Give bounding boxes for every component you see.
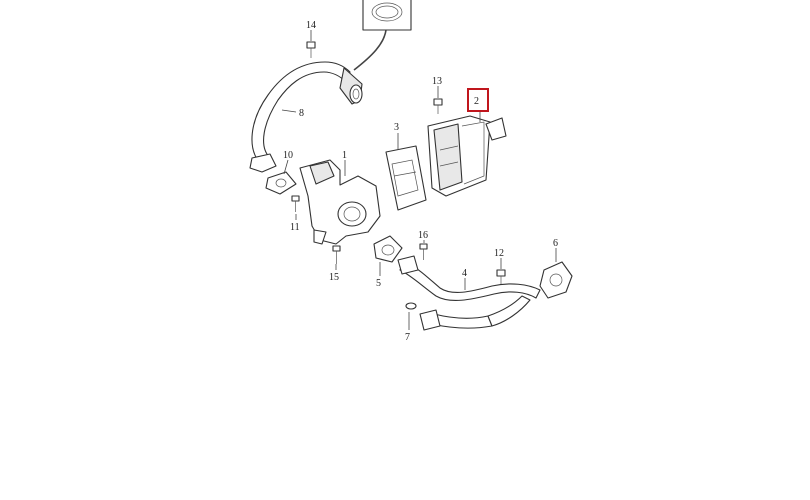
- highlighted-callout-2[interactable]: 2: [467, 88, 489, 112]
- callout-7: 7: [405, 332, 410, 343]
- flange-gasket-10: [265, 171, 297, 195]
- callout-8: 8: [299, 108, 304, 119]
- flange-gasket-6: [539, 248, 573, 299]
- bolt-13: [433, 86, 443, 114]
- callout-2: 2: [474, 96, 479, 107]
- flange-gasket-5: [373, 235, 403, 276]
- egr-valve-1: [299, 159, 381, 245]
- gasket-plate-3: [385, 133, 427, 211]
- callout-10: 10: [283, 150, 293, 161]
- bolt-11: [291, 195, 300, 212]
- callout-3: 3: [394, 122, 399, 133]
- callout-4: 4: [462, 268, 467, 279]
- callout-11: 11: [290, 222, 300, 233]
- bolt-14: [306, 30, 316, 58]
- highlight-box: [467, 88, 489, 112]
- bolt-16: [419, 243, 428, 260]
- callout-6: 6: [553, 238, 558, 249]
- callout-5: 5: [376, 278, 381, 289]
- egr-pipe-4: [397, 255, 541, 331]
- callout-1: 1: [342, 150, 347, 161]
- callout-12: 12: [494, 248, 504, 259]
- bolt-12: [496, 258, 506, 284]
- egr-cooler-2: [427, 112, 507, 197]
- callout-15: 15: [329, 272, 339, 283]
- inset-detail-seal-ring: [353, 0, 412, 71]
- coolant-pipe-8: [249, 61, 363, 173]
- callout-13: 13: [432, 76, 442, 87]
- o-ring-7: [405, 302, 417, 330]
- callout-14: 14: [306, 20, 316, 31]
- callout-16: 16: [418, 230, 428, 241]
- bolt-15: [332, 245, 341, 264]
